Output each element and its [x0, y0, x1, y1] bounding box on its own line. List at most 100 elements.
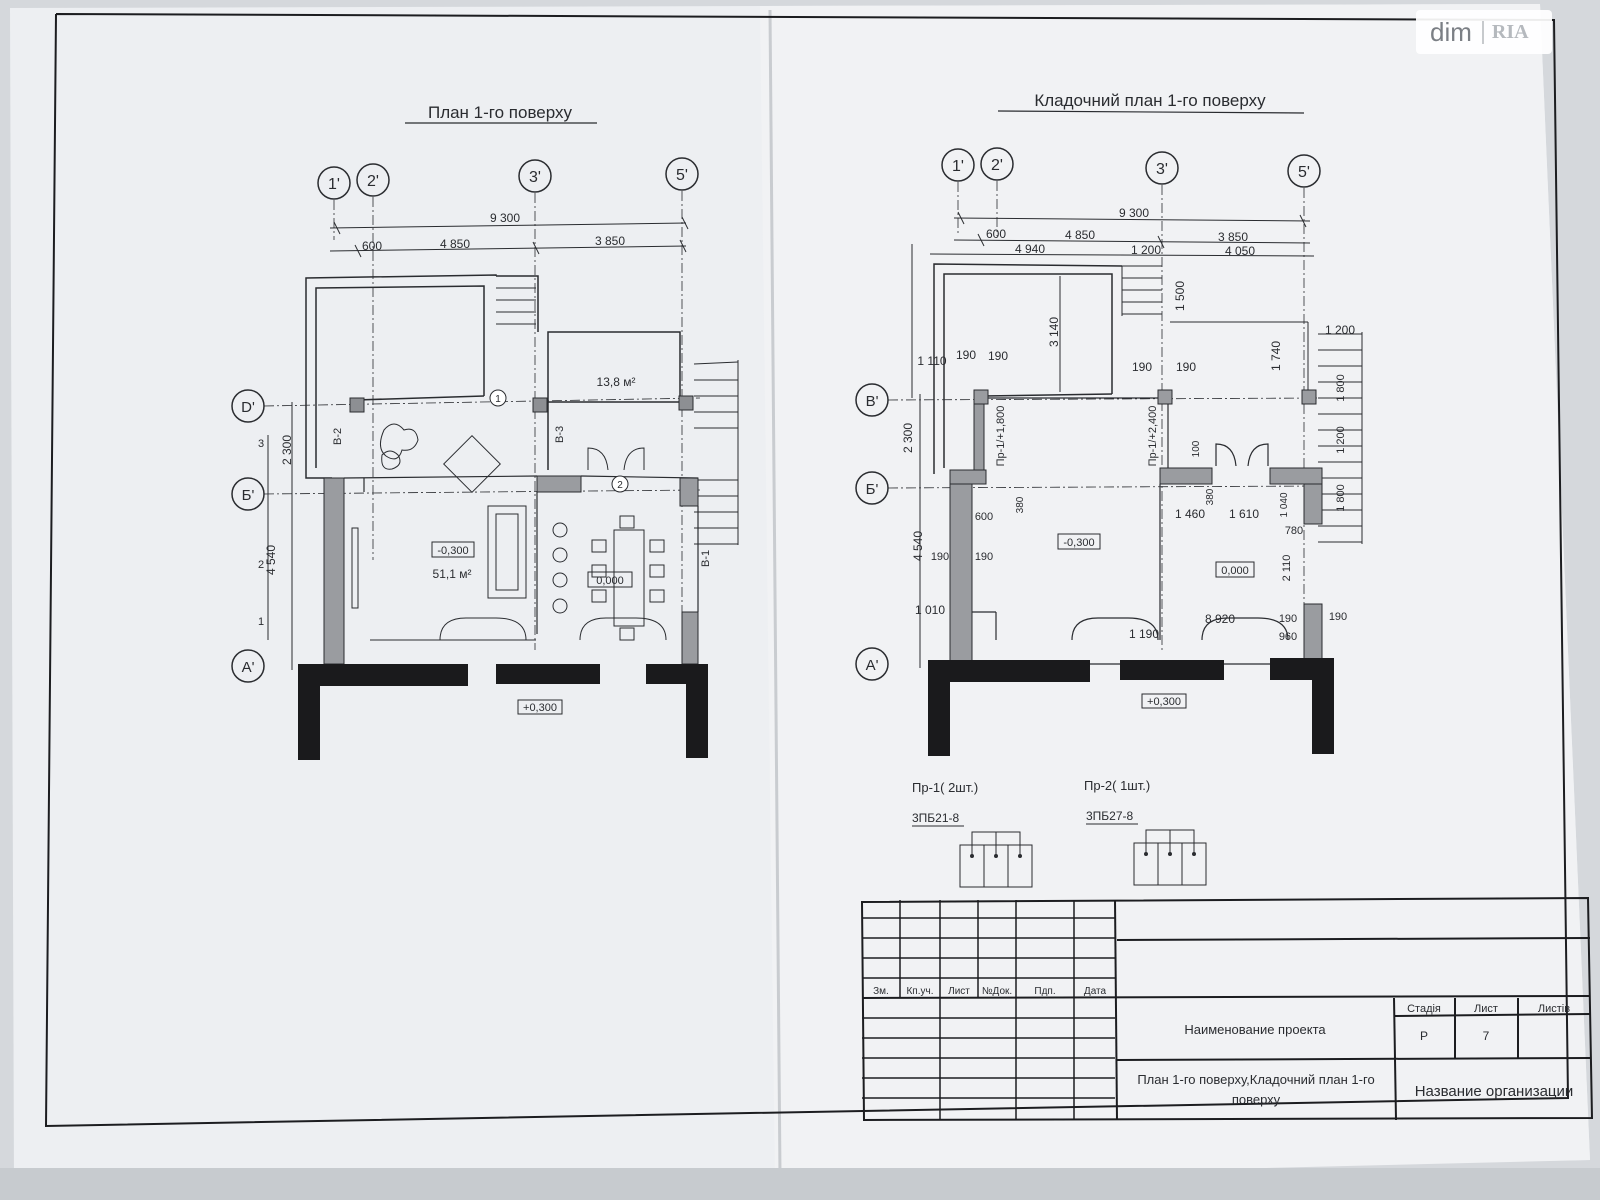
- svg-text:4 540: 4 540: [264, 545, 278, 575]
- svg-text:План 1-го поверху,Кладочний пл: План 1-го поверху,Кладочний план 1-го: [1137, 1072, 1374, 1087]
- svg-text:Лист: Лист: [948, 986, 970, 997]
- svg-text:4 850: 4 850: [1065, 228, 1095, 242]
- axis-bubble-3: 3': [1145, 151, 1179, 185]
- svg-text:13,8 м²: 13,8 м²: [597, 375, 636, 389]
- axis-bubble-1: 1': [317, 166, 351, 200]
- plan-right: Кладочний план 1-го поверху 1' 2' 3' 5' …: [855, 91, 1363, 756]
- svg-text:7: 7: [1483, 1029, 1490, 1043]
- svg-text:1 610: 1 610: [1229, 507, 1259, 521]
- svg-text:1 460: 1 460: [1175, 507, 1205, 521]
- svg-text:1 040: 1 040: [1279, 492, 1290, 517]
- svg-text:Пр-1/+1,800: Пр-1/+1,800: [995, 406, 1007, 467]
- svg-text:100: 100: [1191, 440, 1202, 457]
- svg-text:Стадія: Стадія: [1407, 1003, 1441, 1015]
- svg-text:3ПБ27-8: 3ПБ27-8: [1086, 809, 1134, 823]
- svg-text:4 050: 4 050: [1225, 244, 1255, 258]
- svg-text:1 800: 1 800: [1335, 374, 1347, 402]
- svg-text:1': 1': [328, 176, 340, 193]
- svg-text:1 010: 1 010: [915, 603, 945, 617]
- svg-text:Лист: Лист: [1474, 1003, 1498, 1015]
- axis-bubble-5: 5': [665, 157, 699, 191]
- svg-text:2: 2: [258, 559, 264, 571]
- svg-text:600: 600: [975, 511, 993, 523]
- svg-text:1 740: 1 740: [1269, 341, 1283, 371]
- plan-left: План 1-го поверху 1' 2' 3' 5' D' Б' А' 9…: [231, 103, 739, 760]
- svg-text:190: 190: [1329, 611, 1347, 623]
- svg-text:-0,300: -0,300: [1063, 537, 1094, 549]
- svg-text:190: 190: [1279, 613, 1297, 625]
- svg-text:Листів: Листів: [1538, 1003, 1570, 1015]
- svg-text:1: 1: [258, 616, 264, 628]
- axis-bubble-a: А': [231, 649, 265, 683]
- svg-text:8 920: 8 920: [1205, 612, 1235, 626]
- svg-text:1': 1': [952, 158, 964, 175]
- svg-text:600: 600: [986, 227, 1006, 241]
- svg-text:В': В': [866, 393, 879, 410]
- svg-text:3ПБ21-8: 3ПБ21-8: [912, 811, 960, 825]
- svg-text:3 140: 3 140: [1047, 317, 1061, 347]
- svg-text:3': 3': [529, 169, 541, 186]
- watermark-sub: RIA: [1481, 20, 1529, 44]
- dimria-watermark-logo: dim RIA: [1416, 10, 1552, 54]
- svg-text:Название организации: Название организации: [1415, 1083, 1574, 1100]
- svg-text:В-3: В-3: [554, 426, 566, 443]
- svg-text:2: 2: [617, 480, 623, 491]
- lintel-schedule: Пр-1( 2шт.) 3ПБ21-8 Пр-2( 1шт.) 3ПБ27-8: [912, 778, 1207, 888]
- svg-text:9 300: 9 300: [1119, 206, 1149, 220]
- svg-text:Наименование проекта: Наименование проекта: [1184, 1022, 1326, 1037]
- svg-text:А': А': [866, 657, 879, 674]
- svg-text:В-2: В-2: [332, 428, 344, 445]
- svg-text:Пдп.: Пдп.: [1034, 986, 1055, 997]
- svg-text:Пр-2( 1шт.): Пр-2( 1шт.): [1084, 778, 1150, 793]
- svg-text:поверху: поверху: [1232, 1092, 1281, 1107]
- svg-text:3 850: 3 850: [1218, 230, 1248, 244]
- axis-bubble-3: 3': [518, 159, 552, 193]
- svg-text:4 940: 4 940: [1015, 242, 1045, 256]
- drawing-frame: [44, 13, 1570, 1128]
- svg-text:1 200: 1 200: [1131, 243, 1161, 257]
- svg-text:5': 5': [1298, 164, 1310, 181]
- svg-text:600: 600: [362, 239, 382, 253]
- svg-text:190: 190: [975, 551, 993, 563]
- svg-text:780: 780: [1285, 525, 1303, 537]
- svg-text:3 850: 3 850: [595, 234, 625, 248]
- svg-text:190: 190: [931, 551, 949, 563]
- plan-left-title: План 1-го поверху: [428, 103, 573, 122]
- svg-text:Кп.уч.: Кп.уч.: [906, 986, 933, 997]
- svg-text:1 200: 1 200: [1325, 323, 1355, 337]
- svg-text:D': D': [241, 399, 255, 416]
- svg-text:1 800: 1 800: [1335, 484, 1347, 512]
- axis-bubble-2: 2': [356, 163, 390, 197]
- svg-text:+0,300: +0,300: [523, 702, 557, 714]
- svg-text:1 200: 1 200: [1335, 426, 1347, 454]
- svg-text:1 190: 1 190: [1129, 627, 1159, 641]
- svg-text:190: 190: [1132, 360, 1152, 374]
- svg-text:Р: Р: [1420, 1029, 1428, 1043]
- svg-text:0,000: 0,000: [1221, 565, 1249, 577]
- svg-text:0,000: 0,000: [596, 575, 624, 587]
- svg-text:1: 1: [495, 394, 501, 405]
- axis-bubble-1: 1': [941, 148, 975, 182]
- svg-text:Б': Б': [866, 481, 879, 498]
- svg-text:Дата: Дата: [1084, 986, 1107, 997]
- svg-text:2 110: 2 110: [1281, 555, 1293, 582]
- svg-text:1 110: 1 110: [917, 354, 946, 368]
- svg-text:В-1: В-1: [700, 550, 712, 567]
- svg-text:380: 380: [1205, 488, 1216, 505]
- title-block: Зм. Кп.уч. Лист №Док. Пдп. Дата Наименов…: [860, 896, 1594, 1122]
- svg-text:190: 190: [956, 348, 976, 362]
- svg-text:3': 3': [1156, 161, 1168, 178]
- svg-text:9 300: 9 300: [490, 211, 520, 225]
- svg-text:3: 3: [258, 438, 264, 450]
- watermark-brand: dim: [1430, 16, 1472, 47]
- svg-text:2': 2': [367, 173, 379, 190]
- plan-right-title: Кладочний план 1-го поверху: [1034, 91, 1266, 110]
- svg-text:2 300: 2 300: [280, 435, 294, 465]
- svg-text:51,1 м²: 51,1 м²: [433, 567, 472, 581]
- svg-text:2 300: 2 300: [901, 423, 915, 453]
- axis-bubble-a: А': [855, 647, 889, 681]
- svg-text:Пр-1( 2шт.): Пр-1( 2шт.): [912, 780, 978, 795]
- svg-text:2': 2': [991, 157, 1003, 174]
- axis-bubble-5: 5': [1287, 154, 1321, 188]
